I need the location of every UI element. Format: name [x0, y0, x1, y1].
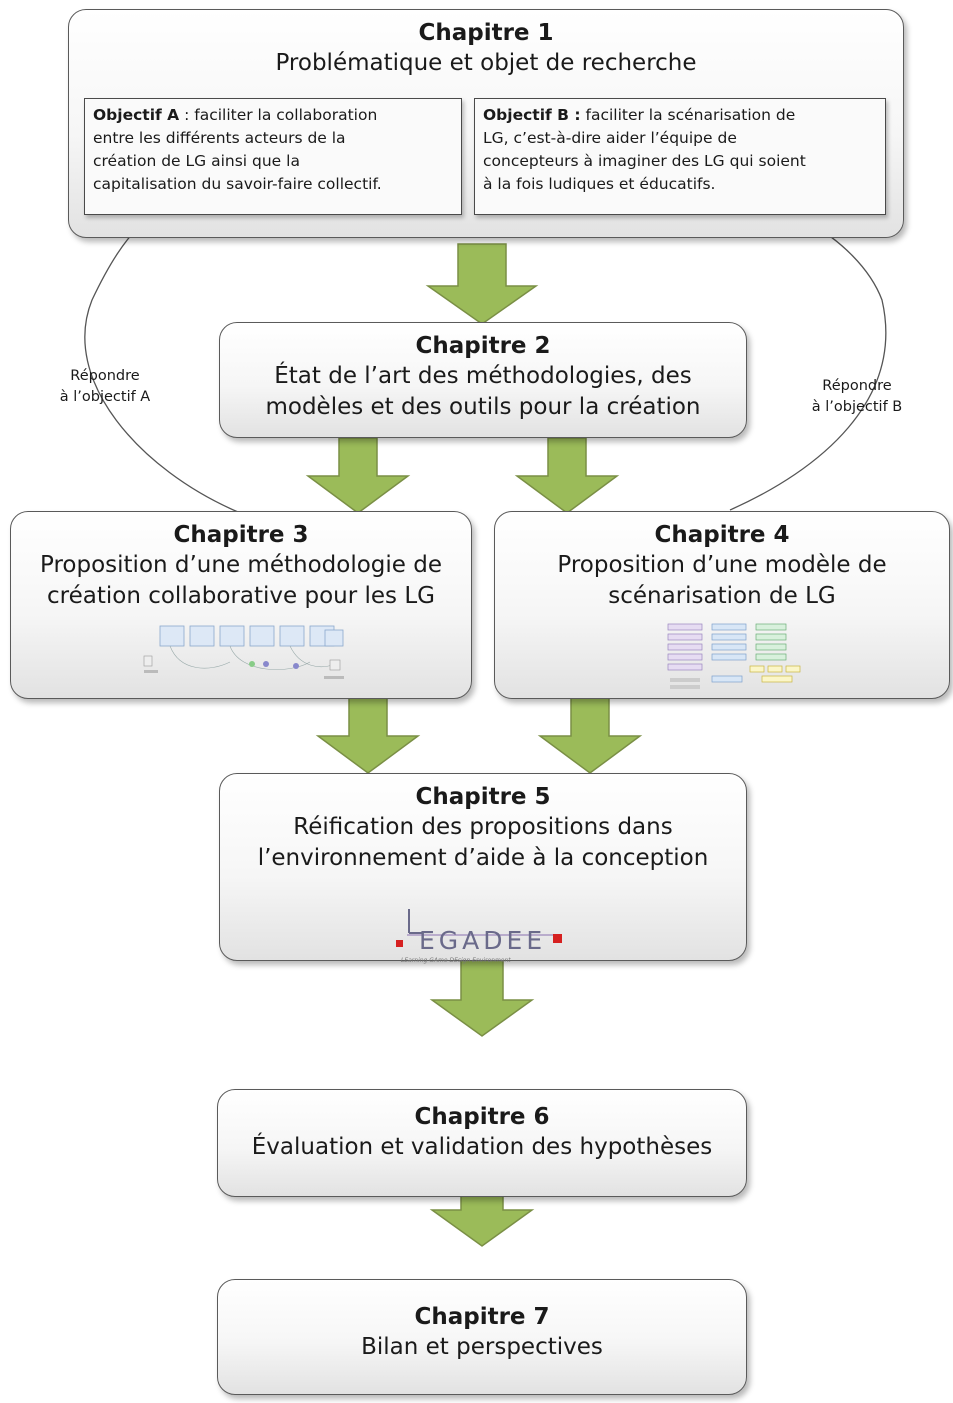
chapter-6-box: Chapitre 6 Évaluation et validation des … — [217, 1089, 747, 1197]
chapter-3-box: Chapitre 3 Proposition d’une méthodologi… — [10, 511, 472, 699]
chapter-7-subtitle-line: Bilan et perspectives — [361, 1334, 603, 1360]
chapter-4-subtitle: Proposition d’une modèle de scénarisatio… — [495, 550, 949, 612]
objective-b-line: concepteurs à imaginer des LG qui soient — [483, 152, 806, 170]
chapter-2-subtitle-line: modèles et des outils pour la création — [265, 394, 701, 420]
chapter-2-title: Chapitre 2 — [415, 333, 551, 359]
chapter-5-box: Chapitre 5 Réification des propositions … — [219, 773, 747, 961]
chapter-3-subtitle-line: création collaborative pour les LG — [47, 583, 435, 609]
chapter-2-subtitle-line: État de l’art des méthodologies, des — [274, 363, 692, 389]
logo-wordmark: EGADEE — [419, 926, 546, 955]
objective-b-line: Objectif B : faciliter la scénarisation … — [483, 104, 877, 127]
objective-a-box: Objectif A : faciliter la collaboration … — [84, 98, 462, 215]
chapter-3-subtitle: Proposition d’une méthodologie de créati… — [11, 550, 471, 612]
annotation-right-line: Répondre — [822, 378, 892, 394]
chapter-1-title: Chapitre 1 — [418, 20, 554, 46]
chapter-3-title: Chapitre 3 — [173, 522, 309, 548]
chapter-1-subtitle-line: Problématique et objet de recherche — [275, 50, 697, 76]
objective-b-line: LG, c’est-à-dire aider l’équipe de — [483, 129, 737, 147]
annotation-left-line: à l’objectif A — [59, 389, 151, 405]
annotation-right-line: à l’objectif B — [811, 399, 903, 415]
flow-arrow-2-3 — [305, 437, 411, 514]
chapter-5-subtitle: Réification des propositions dans l’envi… — [220, 812, 746, 874]
chapter-5-title: Chapitre 5 — [415, 784, 551, 810]
chapter-3-subtitle-line: Proposition d’une méthodologie de — [40, 552, 442, 578]
objective-b-first-line: faciliter la scénarisation de — [580, 106, 796, 124]
chapter-7-box: Chapitre 7 Bilan et perspectives — [217, 1279, 747, 1395]
objective-b-box: Objectif B : faciliter la scénarisation … — [474, 98, 886, 215]
objective-b-label: Objectif B : — [483, 106, 581, 124]
chapter-6-subtitle-line: Évaluation et validation des hypothèses — [251, 1134, 713, 1160]
objective-a-line: entre les différents acteurs de la — [93, 129, 346, 147]
flow-arrow-2-4 — [514, 437, 620, 514]
chapter-2-box: Chapitre 2 État de l’art des méthodologi… — [219, 322, 747, 438]
flow-arrow-1-2 — [425, 243, 539, 325]
objective-b-line: à la fois ludiques et éducatifs. — [483, 175, 716, 193]
objective-a-line: création de LG ainsi que la — [93, 152, 300, 170]
objective-a-first-line: : faciliter la collaboration — [179, 106, 378, 124]
chapter-1-subtitle: Problématique et objet de recherche — [69, 48, 903, 79]
feedback-arrow-a — [84, 221, 239, 513]
flow-arrow-4-5 — [537, 697, 643, 774]
logo-tagline: LEarning GAme DEsign Environment — [401, 957, 511, 964]
flow-arrow-5-6 — [429, 959, 535, 1037]
annotation-right: Répondre à l’objectif B — [792, 376, 922, 418]
chapter-2-subtitle: État de l’art des méthodologies, des mod… — [220, 361, 746, 423]
objective-a-label: Objectif A — [93, 106, 180, 124]
flow-arrow-3-5 — [315, 697, 421, 774]
scenario-model-thumbnail — [667, 623, 801, 689]
annotation-left-line: Répondre — [70, 368, 140, 384]
chapter-6-title: Chapitre 6 — [414, 1104, 550, 1130]
feedback-arrow-b — [729, 221, 887, 511]
chapter-4-subtitle-line: Proposition d’une modèle de — [557, 552, 887, 578]
chapter-4-box: Chapitre 4 Proposition d’une modèle de s… — [494, 511, 950, 699]
chapter-4-subtitle-line: scénarisation de LG — [608, 583, 836, 609]
annotation-left: Répondre à l’objectif A — [40, 366, 170, 408]
objective-a-line: capitalisation du savoir-faire collectif… — [93, 175, 382, 193]
chapter-4-title: Chapitre 4 — [654, 522, 790, 548]
chapter-5-subtitle-line: Réification des propositions dans — [293, 814, 673, 840]
chapter-5-subtitle-line: l’environnement d’aide à la conception — [257, 845, 709, 871]
chapter-6-subtitle: Évaluation et validation des hypothèses — [218, 1132, 746, 1163]
methodology-thumbnail — [143, 625, 344, 679]
legadee-logo: EGADEE LEarning GAme DEsign Environment — [396, 909, 562, 964]
chapter-7-title: Chapitre 7 — [414, 1304, 550, 1330]
chapter-7-subtitle: Bilan et perspectives — [218, 1332, 746, 1363]
objective-a-line: Objectif A : faciliter la collaboration — [93, 104, 453, 127]
